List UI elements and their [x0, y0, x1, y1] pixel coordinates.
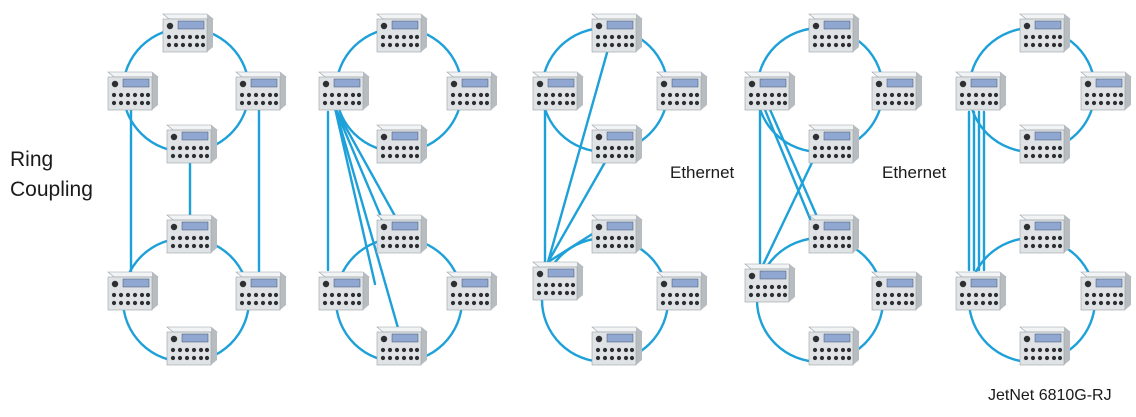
switch-icon [446, 71, 498, 111]
switch-icon [235, 271, 287, 311]
switch-icon [591, 214, 643, 254]
switch-icon [656, 71, 708, 111]
switch-icon [376, 214, 428, 254]
switch-icon [744, 71, 796, 111]
switch-icon [1019, 13, 1071, 53]
ethernet-label-2: Ethernet [882, 163, 947, 182]
switch-icon [318, 271, 370, 311]
ring-coupling-label: Ring Coupling [10, 145, 93, 205]
switch-icon [808, 124, 860, 164]
ring-coupling-label-line2: Coupling [10, 178, 93, 201]
switch-icon [235, 71, 287, 111]
switch-icon [376, 13, 428, 53]
switch-icon [808, 13, 860, 53]
ethernet-label-1: Ethernet [670, 163, 735, 182]
switch-icon [1019, 214, 1071, 254]
switch-icon [1019, 326, 1071, 366]
switch-icon [808, 326, 860, 366]
switch-icon [107, 271, 159, 311]
switch-icon [376, 326, 428, 366]
switch-icon [871, 271, 923, 311]
switch-icon [591, 124, 643, 164]
switch-icon [591, 326, 643, 366]
switch-icon [166, 326, 218, 366]
switch-icon [871, 71, 923, 111]
switch-icon [1080, 271, 1132, 311]
switch-icon [166, 214, 218, 254]
switch-icon [744, 263, 796, 303]
switch-icon [107, 71, 159, 111]
switch-icon [318, 71, 370, 111]
switch-icon [808, 214, 860, 254]
switch-icon [1080, 71, 1132, 111]
col5-devices [955, 13, 1132, 366]
switch-icon [955, 71, 1007, 111]
switch-icon [166, 124, 218, 164]
model-caption: JetNet 6810G-RJ [988, 387, 1112, 404]
col2-devices [318, 13, 498, 366]
switch-icon [656, 271, 708, 311]
switch-icon [532, 261, 584, 301]
switch-icon [591, 13, 643, 53]
col4-devices [744, 13, 923, 366]
col3-devices [532, 13, 708, 366]
switch-icon [446, 271, 498, 311]
switch-icon [532, 71, 584, 111]
switch-icon [955, 271, 1007, 311]
switch-icon [162, 13, 214, 53]
switch-icon [376, 124, 428, 164]
switch-icon [1019, 124, 1071, 164]
ring-coupling-label-line1: Ring [10, 148, 54, 171]
